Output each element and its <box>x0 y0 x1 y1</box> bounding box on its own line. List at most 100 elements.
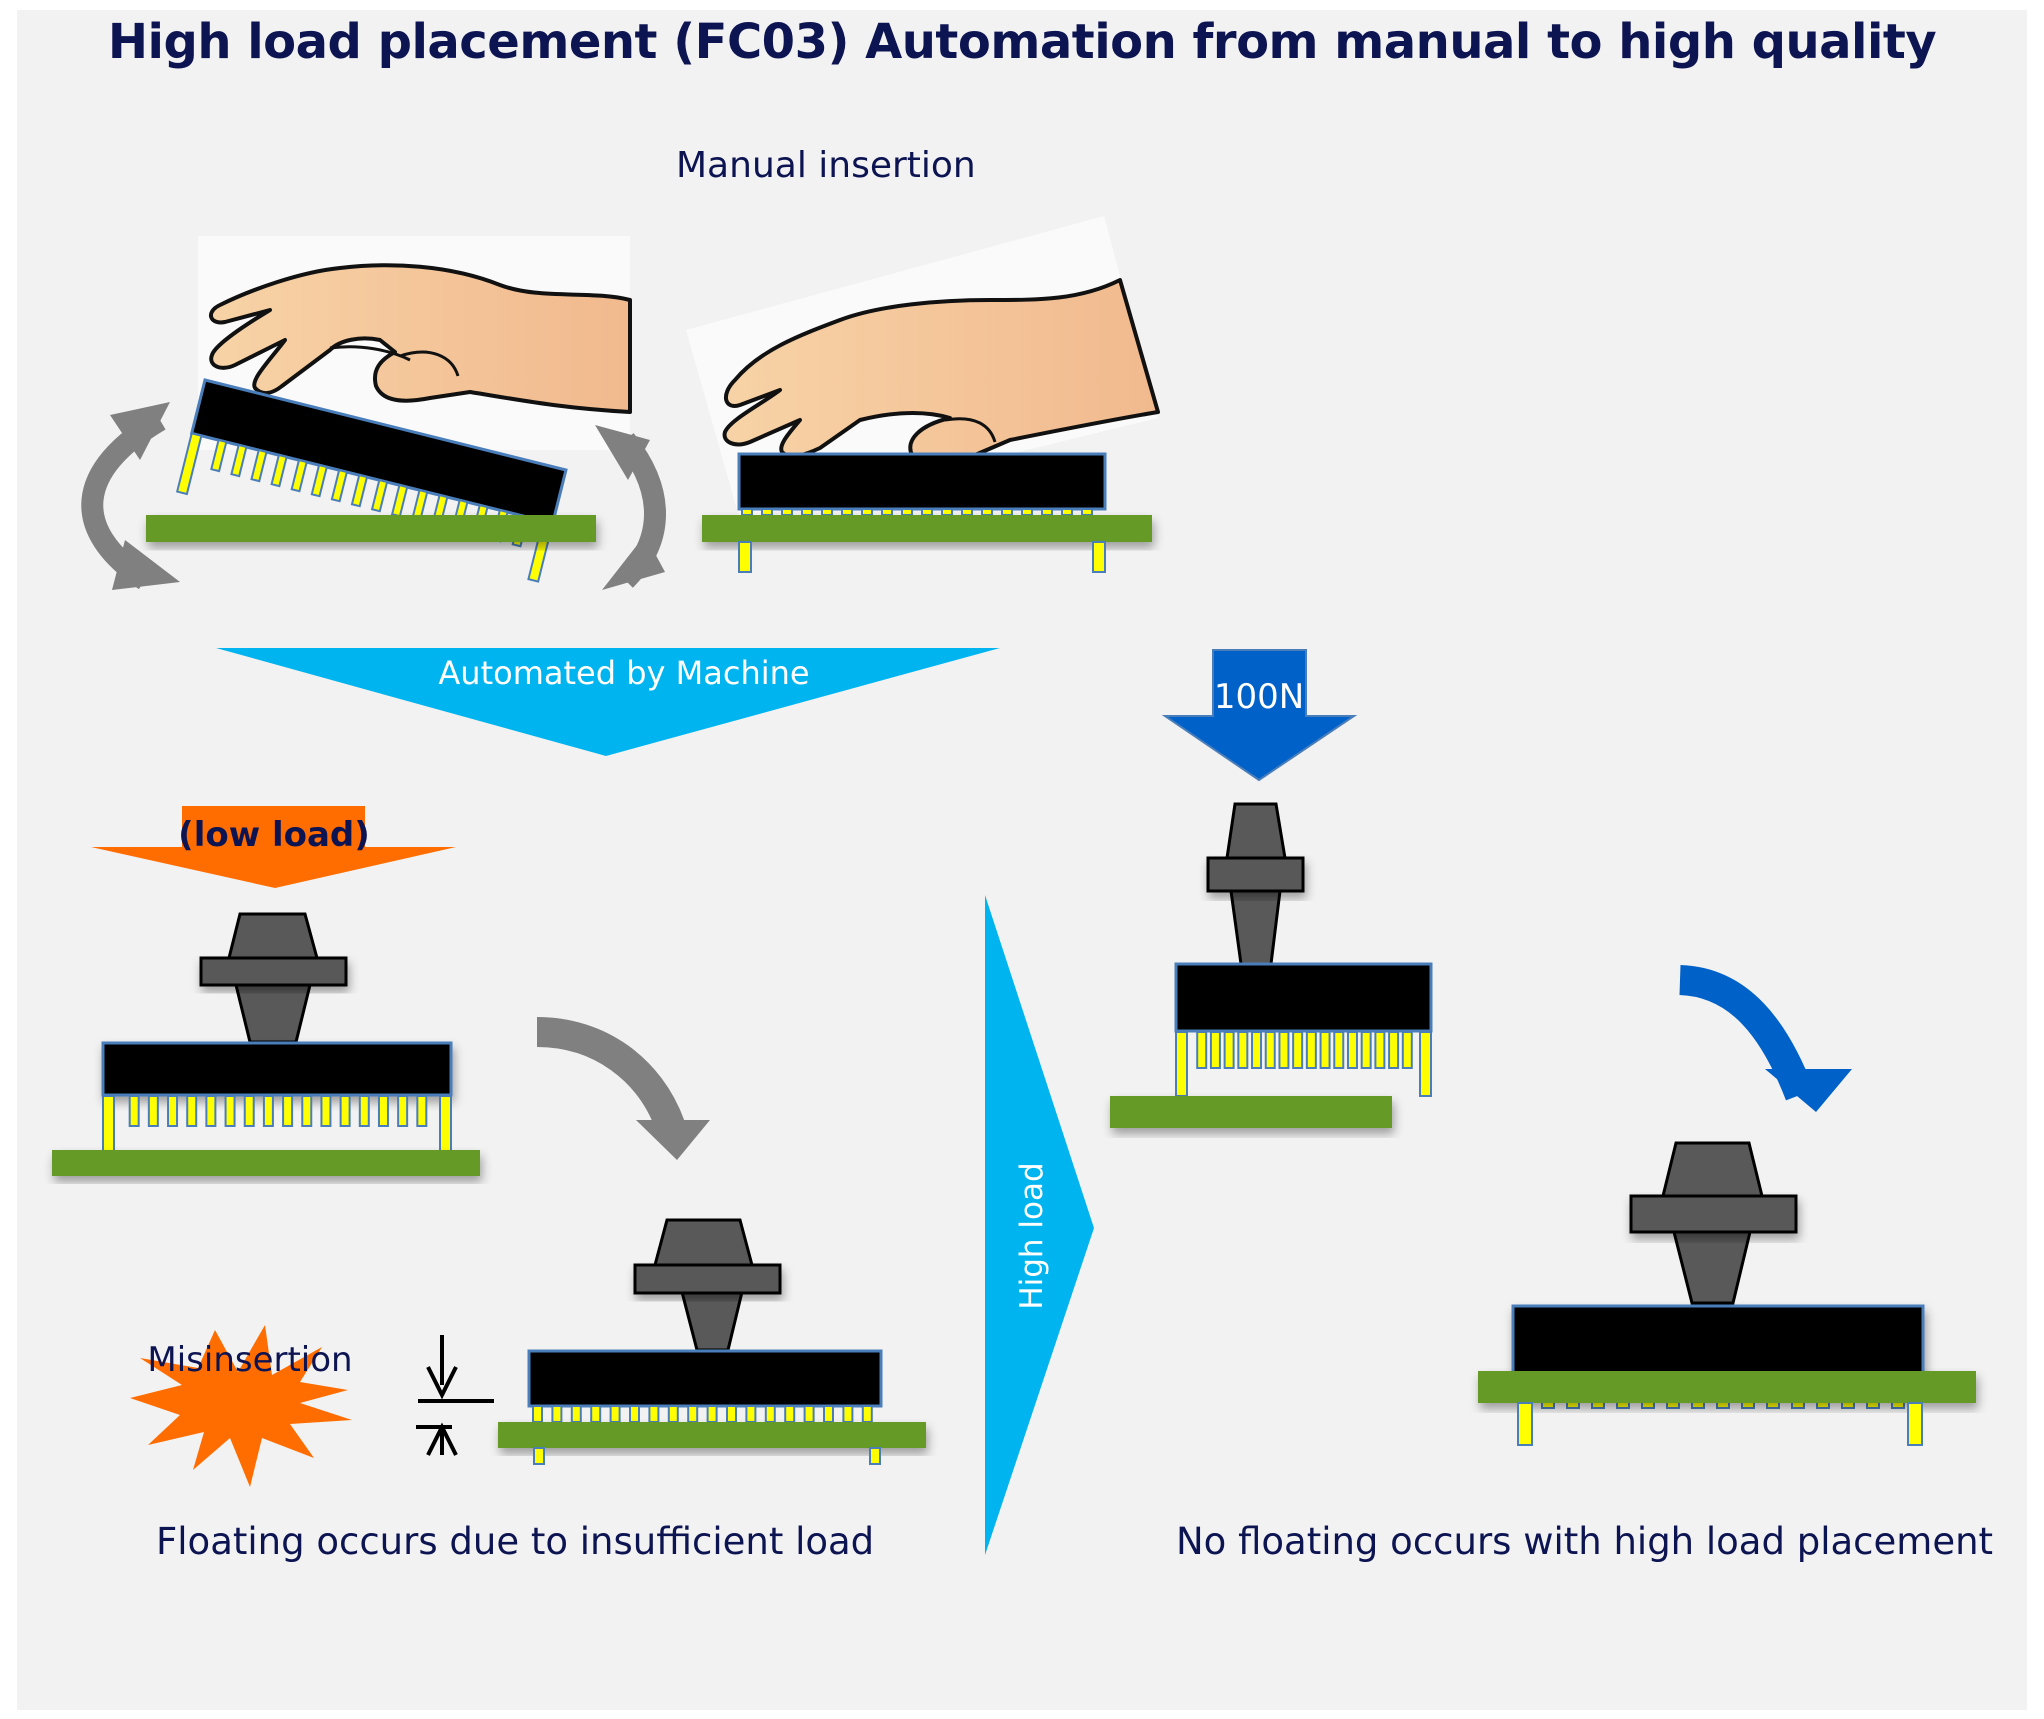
chip-pins-floating <box>532 1405 873 1423</box>
automated-by-machine-arrow[interactable]: Automated by Machine <box>216 648 1000 756</box>
chip-body <box>1174 962 1433 1033</box>
high-load-scene: 100N <box>1110 649 1976 1446</box>
chip-pin <box>310 463 329 498</box>
chip-pin <box>270 453 288 488</box>
misinsertion-burst-icon <box>130 1325 352 1487</box>
pcb-board <box>498 1422 926 1448</box>
chip-pin <box>230 443 248 478</box>
chip-pin-seated <box>921 508 933 516</box>
chip-pin <box>167 1095 179 1127</box>
chip-pin <box>282 1095 294 1127</box>
chip-pin <box>210 438 228 473</box>
chip-pins-long <box>1175 1031 1432 1097</box>
chip-pin-long <box>175 432 203 496</box>
nozzle-icon <box>199 912 348 1044</box>
hand-icon <box>209 263 632 414</box>
chip-pin-floating <box>570 1405 582 1423</box>
chip-pin <box>1401 1031 1413 1069</box>
chip-pin-long <box>102 1095 115 1152</box>
chip-pin <box>262 1095 274 1127</box>
chip-pin-seated <box>781 508 793 516</box>
chip-pin <box>330 468 349 503</box>
chip-pin-floating <box>823 1405 834 1423</box>
chip-body <box>101 1041 453 1097</box>
chip-pin <box>370 478 389 513</box>
chip-pins-seated <box>741 508 1093 516</box>
chip-pin-floating <box>803 1405 815 1423</box>
pcb-board <box>1110 1096 1392 1128</box>
chip-body-floating <box>527 1349 883 1408</box>
chip-pin <box>1196 1031 1208 1069</box>
low-load-caption: Floating occurs due to insufficient load <box>156 1520 875 1563</box>
high-load-label: High load <box>1014 1162 1050 1309</box>
chip-pin <box>1346 1031 1358 1069</box>
chip-pin-seated <box>1041 508 1053 516</box>
chip-pins-long <box>102 1095 452 1152</box>
pcb-board <box>52 1150 480 1176</box>
chip-pin <box>290 458 308 493</box>
force-100n-label: 100N <box>1214 677 1304 717</box>
through-pin-right <box>1907 1402 1923 1446</box>
chip-pin <box>397 1095 409 1127</box>
chip-pin-floating <box>532 1405 543 1423</box>
chip-pin <box>339 1095 351 1127</box>
chip-pin <box>1264 1031 1276 1069</box>
through-pin-left <box>1517 1402 1533 1446</box>
chip-pin-long <box>439 1095 452 1152</box>
chip-pin <box>186 1095 198 1127</box>
chip-pin <box>1388 1031 1400 1069</box>
pcb-board <box>146 515 596 542</box>
nozzle-icon <box>1206 802 1305 966</box>
nozzle-icon <box>1629 1141 1798 1305</box>
chip-pin-floating <box>629 1405 640 1423</box>
pcb-board <box>702 515 1152 542</box>
chip-pin <box>224 1095 236 1127</box>
force-100n-arrow <box>1161 649 1358 782</box>
chip-pin <box>1209 1031 1221 1069</box>
chip-pin <box>1319 1031 1331 1069</box>
chip-pin-seated <box>821 508 833 516</box>
transition-arrow-head <box>636 1120 710 1160</box>
chip-pin-seated <box>1061 508 1073 516</box>
chip-pin <box>390 483 409 518</box>
chip-pin-floating <box>764 1405 776 1423</box>
low-load-arrow <box>91 806 456 888</box>
chip-pin <box>128 1095 140 1127</box>
through-pin-right <box>1092 541 1106 573</box>
transition-arrow-head <box>1765 1069 1852 1112</box>
through-pin-right <box>869 1447 881 1465</box>
chip-pin <box>377 1095 389 1127</box>
chip-pin-seated <box>981 508 993 516</box>
pcb-board <box>1478 1371 1976 1403</box>
chip-pin-seated <box>1001 508 1013 516</box>
high-load-arrow[interactable]: High load <box>985 895 1094 1555</box>
nozzle-icon <box>633 1218 782 1352</box>
manual-flat-scene <box>686 216 1160 573</box>
chip-pin-floating <box>745 1405 757 1423</box>
through-pin-left <box>738 541 752 573</box>
chip-pin <box>250 448 268 483</box>
chip-pin-floating <box>590 1405 602 1423</box>
low-load-scene: (low load) <box>52 806 926 1487</box>
manual-insertion-label: Manual insertion <box>676 145 976 186</box>
misinsertion-label: Misinsertion <box>147 1340 352 1380</box>
high-load-caption: No floating occurs with high load placem… <box>1176 1520 1994 1563</box>
chip-pin <box>205 1095 217 1127</box>
chip-pin-floating <box>842 1405 854 1423</box>
chip-pin-floating <box>648 1405 660 1423</box>
chip-pin <box>147 1095 159 1127</box>
chip-pin-floating <box>667 1405 679 1423</box>
chip-pin <box>320 1095 332 1127</box>
chip-pin-seated <box>901 508 913 516</box>
manual-tilted-scene <box>81 236 666 590</box>
chip-pin-floating <box>861 1405 873 1423</box>
chip-pin-long <box>1419 1031 1432 1097</box>
chip-pin-seated <box>801 508 813 516</box>
cyan-down-arrow-shape <box>216 648 1000 756</box>
chip-pin-seated <box>1081 508 1093 516</box>
chip-pin <box>243 1095 255 1127</box>
chip-pin-seated <box>761 508 773 516</box>
chip-pin <box>358 1095 370 1127</box>
chip-body-seated <box>1511 1304 1925 1378</box>
